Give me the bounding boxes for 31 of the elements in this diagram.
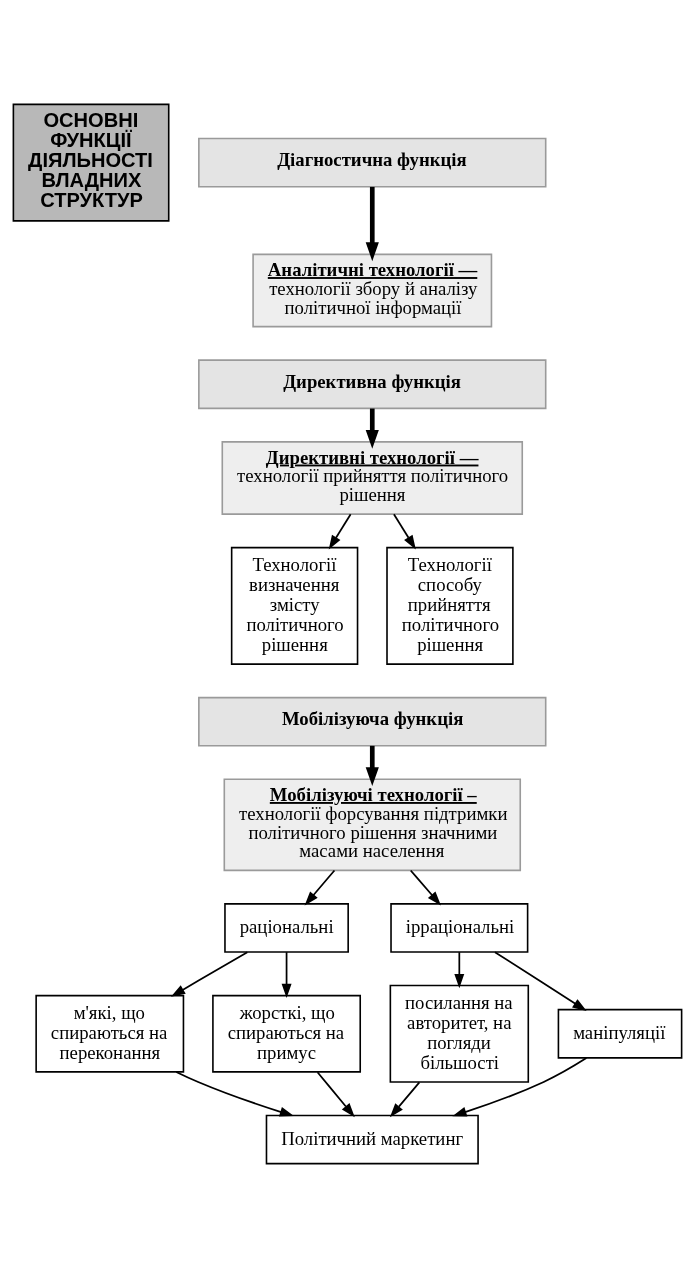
node-box: Директивна функція	[198, 358, 547, 409]
node-box: посилання на авторитет, на погляди більшості	[389, 984, 530, 1083]
node-box: Мобілізуюча функція	[198, 696, 547, 747]
node-box: Технології способу прийняття політичного рішення	[386, 546, 514, 665]
arrow	[304, 869, 336, 905]
arrow	[170, 950, 249, 997]
node-box: м'які, що спираються на переконання	[35, 994, 185, 1073]
node-box: Технології визначення змісту політичного рішення	[230, 546, 359, 665]
arrow	[393, 512, 416, 550]
arrow	[365, 186, 379, 261]
node-box: раціональні	[224, 902, 349, 953]
arrow	[175, 1070, 294, 1117]
arrow	[494, 950, 587, 1011]
arrow	[328, 512, 352, 550]
node-box: ОСНОВНІ ФУНКЦІЇ ДІЯЛЬНОСТІ ВЛАДНИХ СТРУКТУР	[12, 103, 170, 222]
arrow	[281, 950, 292, 998]
node-box: Директивні технології — технології прийняття політичного рішення	[221, 440, 524, 515]
arrow	[365, 408, 379, 449]
arrow	[316, 1070, 355, 1117]
arrow	[454, 950, 465, 988]
node-box: Аналітичні технології — технології збору й аналізу політичної інформації	[252, 253, 493, 327]
node-box: Діагностична функція	[198, 137, 547, 188]
arrow	[452, 1056, 588, 1117]
arrow	[389, 1081, 421, 1117]
arrow	[409, 869, 441, 905]
arrow	[365, 745, 379, 786]
node-box: Мобілізуючі технології – технології форсування підтримки політичного рішення значними масами населення	[223, 778, 522, 871]
node-box: маніпуляції	[557, 1008, 683, 1059]
node-box: ірраціональні	[390, 902, 529, 953]
node-box: Політичний маркетинг	[265, 1114, 479, 1164]
node-box: жорсткі, що спираються на примус	[212, 994, 362, 1073]
